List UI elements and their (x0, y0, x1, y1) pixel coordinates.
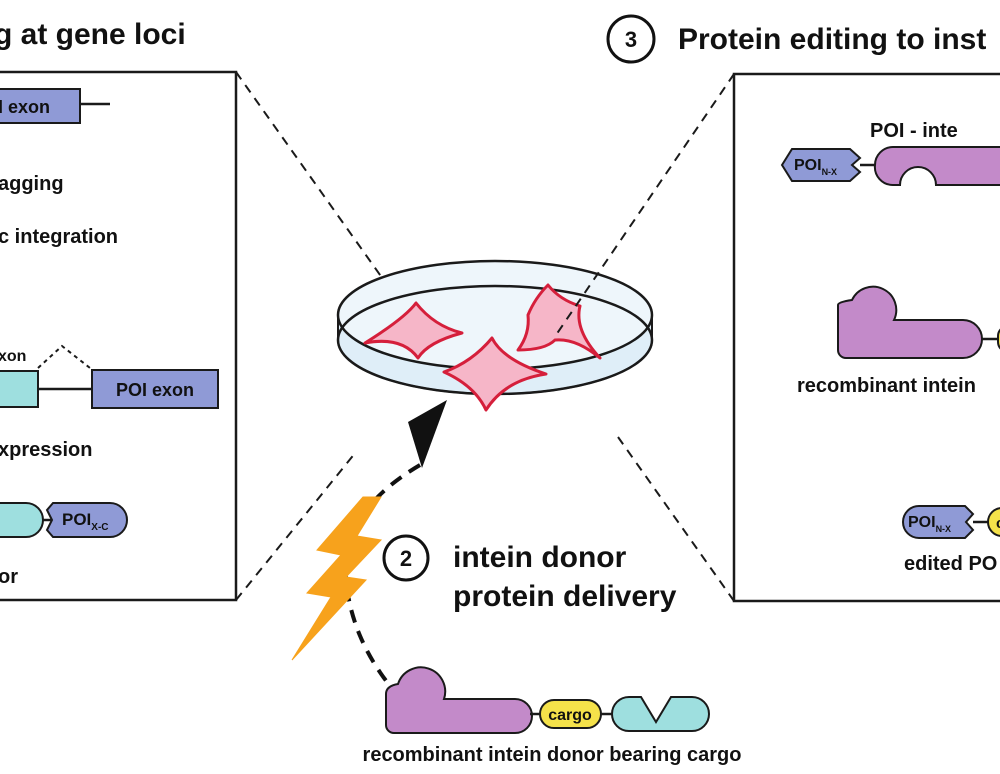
intein-donor-construct: cargo recombinant intein donor bearing c… (363, 666, 742, 766)
step2-line2: protein delivery (453, 580, 677, 613)
step3-badge (606, 14, 656, 64)
text-donor: or (0, 566, 18, 588)
text-tagging: agging (0, 173, 64, 195)
step2-label: 2 intein donor protein delivery (382, 534, 677, 613)
step3-header: 3 Protein editing to inst (606, 14, 986, 64)
poi-exon-box (91, 369, 219, 409)
fusion-intein-domain (873, 146, 1000, 187)
svg-text:c: c (996, 515, 1000, 532)
cell-3 (442, 336, 548, 412)
cell-1 (363, 301, 464, 360)
edited-poi: POIN-X c edited PO (901, 505, 1000, 575)
intein-domain (385, 666, 533, 734)
delivery-arrow (342, 463, 422, 705)
svg-text:POIX-C: POIX-C (62, 510, 109, 533)
text-integration: c integration (0, 226, 118, 248)
svg-text:POIN-X: POIN-X (908, 514, 951, 534)
lightning-bolt-icon (291, 496, 383, 661)
step2-line1: intein donor (453, 541, 627, 574)
split-intein-poi: POIX-C (0, 502, 128, 538)
zoom-line-right-bottom (617, 436, 735, 602)
svg-text:3: 3 (625, 27, 637, 52)
edited-label: edited PO (904, 553, 997, 575)
svg-text:POIN-X: POIN-X (794, 157, 837, 177)
top-poi-exon: I exon (0, 88, 110, 124)
donor-caption: recombinant intein donor bearing cargo (363, 744, 742, 766)
cell-2 (516, 283, 602, 360)
cargo-label: cargo (548, 707, 592, 724)
gene-construct: xon POI exon (0, 344, 219, 409)
text-expression: xpression (0, 439, 92, 461)
recombinant-label: recombinant intein (797, 375, 976, 397)
split-intein-domain (610, 696, 710, 732)
zoom-line-right-top (555, 73, 735, 336)
step2-badge (382, 534, 430, 582)
exon-top-label: I exon (0, 97, 50, 117)
panel3-title: Protein editing to inst (678, 23, 986, 56)
arrowhead-icon (408, 400, 447, 468)
poi-exon-label: POI exon (116, 380, 194, 400)
petri-dish-icon (336, 259, 654, 412)
zoom-line-left-top (235, 71, 413, 321)
fusion-label: POI - inte (870, 120, 958, 142)
poi-intein-fusion: POIN-X (780, 146, 1000, 187)
exon-label: xon (0, 348, 26, 365)
recombinant-intein: recombinant intein (797, 285, 1000, 397)
panel3-box (732, 72, 1000, 603)
cells (363, 283, 602, 412)
svg-text:2: 2 (400, 546, 412, 571)
panel1-title: g at gene loci (0, 18, 186, 51)
panel1-box (0, 70, 238, 602)
